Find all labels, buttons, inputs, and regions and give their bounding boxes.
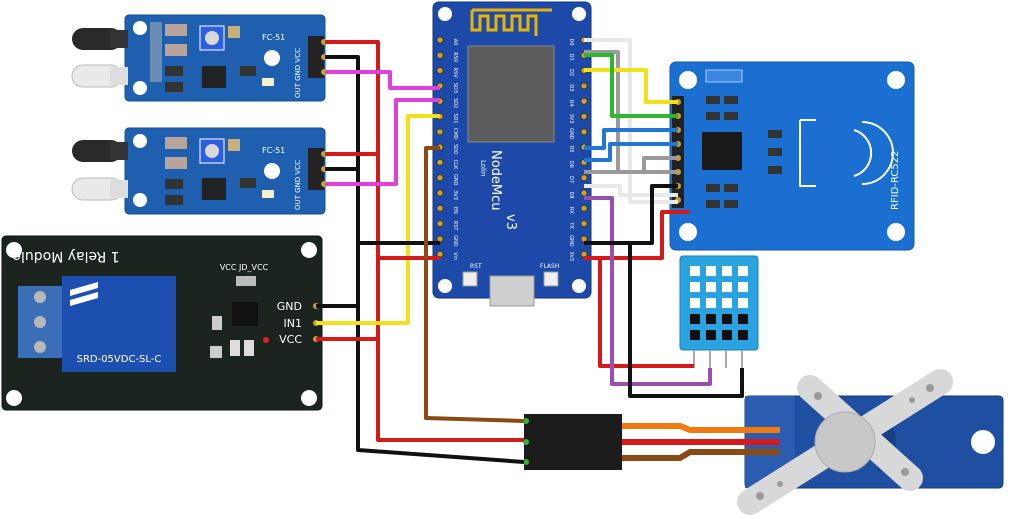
- ir-emitter-icon: [71, 177, 128, 201]
- nodemcu-pin-label: RX: [568, 207, 574, 214]
- rst-button[interactable]: [462, 271, 478, 287]
- nodemcu-pin-label: RSV: [452, 52, 458, 63]
- nodemcu-pin-right-d7[interactable]: [580, 174, 588, 182]
- jumper-icon[interactable]: [236, 276, 256, 286]
- nodemcu-pin-label: GND: [452, 235, 458, 247]
- nodemcu-pin-label: SD0: [452, 144, 458, 154]
- servo-cable: [622, 423, 780, 461]
- nodemcu-pin-label: D0: [568, 38, 574, 45]
- nodemcu-pin-label: A0: [452, 39, 458, 46]
- ir-emitter-icon: [71, 64, 128, 88]
- nodemcu-pin-label: CMD: [452, 128, 458, 140]
- relay-pin-in1-label: IN1: [284, 317, 302, 330]
- nodemcu-pin-label: GND: [568, 128, 574, 140]
- nodemcu-pin-left-rst[interactable]: [436, 219, 444, 228]
- nodemcu-title: NodeMcu: [488, 150, 503, 211]
- nodemcu-pin-label: 3V3: [452, 190, 458, 200]
- nodemcu-pin-label: D3: [568, 84, 574, 91]
- nodemcu-pin-label: D2: [568, 69, 574, 76]
- relay-pin-gnd-label: GND: [277, 300, 302, 313]
- flash-label: FLASH: [540, 263, 559, 270]
- nodemcu-pin-label: D5: [568, 146, 574, 153]
- nodemcu-pin-right-gnd[interactable]: [580, 128, 588, 136]
- nodemcu-pin-left-clk[interactable]: [436, 158, 444, 167]
- potentiometer-icon[interactable]: [199, 25, 225, 51]
- nodemcu-pin-left-3v3[interactable]: [436, 189, 444, 197]
- servo-horn-icon[interactable]: [737, 369, 953, 515]
- screw-terminal[interactable]: [18, 286, 64, 358]
- nodemcu-pin-right-tx[interactable]: [580, 219, 588, 228]
- rst-label: RST: [470, 263, 482, 270]
- nodemcu-pin-label: GND: [452, 174, 458, 186]
- nodemcu-pin-right-d4[interactable]: [580, 97, 588, 105]
- nodemcu-pin-left-rsv[interactable]: [436, 51, 444, 59]
- nodemcu-pin-label: D6: [568, 161, 574, 168]
- ir-receiver-icon: [72, 140, 128, 162]
- relay-block: SRD-05VDC-SL-C: [62, 276, 176, 372]
- nodemcu-pin-label: D7: [568, 176, 574, 183]
- ir-sensor-1-pins: OUT GND VCC: [294, 48, 302, 98]
- nodemcu-pin-left-rsv[interactable]: [436, 66, 444, 75]
- nodemcu-pin-label: TX: [568, 221, 574, 229]
- nodemcu-pin-label: CLK: [452, 160, 458, 170]
- flash-button[interactable]: [543, 271, 559, 287]
- nodemcu-pin-right-d3[interactable]: [580, 82, 588, 90]
- relay-part-label: SRD-05VDC-SL-C: [77, 354, 162, 365]
- ir-receiver-icon: [72, 28, 128, 50]
- nodemcu-pin-label: RSV: [452, 68, 458, 79]
- nodemcu-pin-left-cmd[interactable]: [436, 128, 444, 136]
- nodemcu-pin-left-a0[interactable]: [436, 36, 444, 44]
- rfid-antenna-icon: [799, 119, 894, 187]
- rfid-pin-header: [672, 96, 684, 208]
- nodemcu-pin-right-rx[interactable]: [580, 204, 588, 213]
- nodemcu-brand: Lolin: [479, 160, 487, 176]
- nodemcu-pin-right-d8[interactable]: [580, 189, 588, 197]
- rfid-label: RFID-RC522: [890, 151, 901, 210]
- nodemcu-pin-label: RST: [452, 221, 458, 232]
- nodemcu-pin-left-en[interactable]: [436, 204, 444, 213]
- nodemcu-pin-label: SD2: [452, 98, 458, 108]
- ir-sensor-1: FC-51 OUT GND VCC: [71, 14, 327, 102]
- nodemcu-pin-label: SD3: [452, 83, 458, 93]
- nodemcu-version: v3: [503, 214, 518, 230]
- nodemcu-pin-label: 3V3: [568, 114, 574, 124]
- nodemcu-pin-label: SD1: [452, 113, 458, 123]
- wires: [316, 38, 744, 464]
- nodemcu-pin-label: Vin: [452, 252, 458, 260]
- nodemcu-pin-label: D8: [568, 191, 574, 198]
- potentiometer-icon[interactable]: [199, 138, 225, 164]
- servo-connector: [523, 414, 622, 470]
- nodemcu-pin-label: GND: [568, 235, 574, 247]
- nodemcu-pin-label: EN: [452, 207, 458, 214]
- relay-title: 1 Relay Module: [12, 248, 119, 264]
- relay-module: 1 Relay Module SRD-05VDC-SL-C VCC JD_VCC…: [1, 235, 323, 411]
- rfid-module: RFID-RC522: [669, 61, 915, 251]
- dht11-sensor: [679, 255, 759, 368]
- ir-sensor-2-pins: OUT GND VCC: [294, 160, 302, 210]
- nodemcu-pin-label: D4: [568, 100, 574, 107]
- nodemcu-pin-label: D1: [568, 54, 574, 61]
- ir-sensor-2: FC-51 OUT GND VCC: [71, 127, 327, 215]
- ir-sensor-2-label: FC-51: [262, 146, 285, 155]
- relay-jumper-label: VCC JD_VCC: [220, 263, 269, 272]
- nodemcu-pin-left-gnd[interactable]: [436, 174, 444, 182]
- ir-sensor-1-label: FC-51: [262, 33, 285, 42]
- servo-motor: [737, 369, 1004, 515]
- nodemcu-pin-label: 3V3: [568, 251, 574, 261]
- relay-pin-vcc-label: VCC: [279, 333, 302, 346]
- antenna-icon: [470, 8, 552, 36]
- nodemcu-pin-right-3v3[interactable]: [580, 112, 588, 121]
- relay-logo-icon: [70, 282, 98, 306]
- usb-port-icon[interactable]: [489, 275, 535, 307]
